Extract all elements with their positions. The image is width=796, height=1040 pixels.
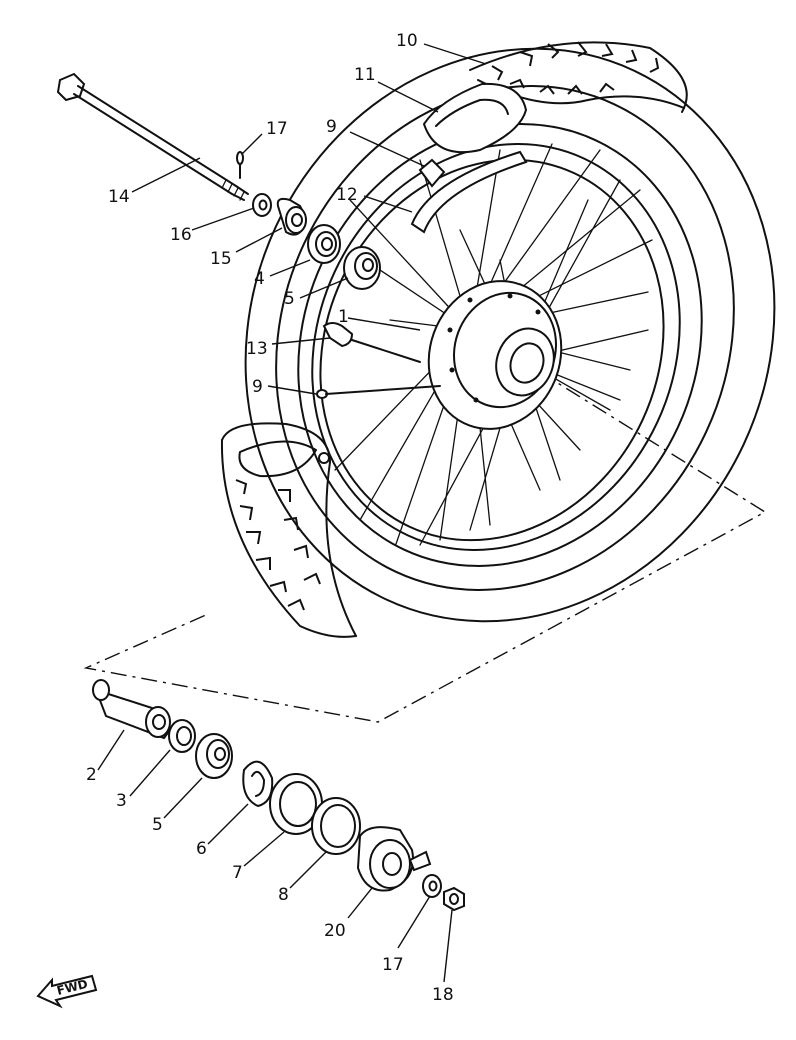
callout-8: 8 — [278, 885, 289, 905]
bearing-lower — [195, 733, 233, 779]
washer-upper — [252, 193, 272, 217]
callout-labels: 10 11 9 12 17 14 16 15 4 5 1 13 9 2 3 5 … — [86, 31, 454, 1005]
callout-4: 4 — [254, 269, 265, 289]
callout-11: 10 — [396, 31, 418, 51]
bearing-upper — [343, 246, 381, 290]
cotter-pin — [236, 151, 244, 179]
callout-10: 9 — [326, 117, 337, 137]
rim — [297, 123, 703, 567]
tire — [220, 41, 776, 638]
spoke-nipple-set — [322, 322, 421, 363]
callout-17-upper: 16 — [170, 225, 192, 245]
assembly-guide-line — [83, 371, 767, 723]
axle-nut — [443, 886, 465, 912]
callout-7: 7 — [232, 863, 243, 883]
callout-1: 1 — [338, 307, 349, 327]
callout-3: 3 — [116, 791, 127, 811]
inner-tube — [422, 82, 528, 154]
collar-upper — [276, 197, 307, 236]
oil-seal-lower — [311, 797, 361, 855]
callout-5-lower: 5 — [152, 815, 163, 835]
callout-13: 12 — [336, 185, 358, 205]
meter-gear-unit — [356, 826, 432, 892]
callout-12: 11 — [354, 65, 376, 85]
callout-18: 18 — [432, 985, 454, 1005]
callout-19: 17 — [266, 119, 288, 139]
axle — [56, 72, 249, 201]
callout-16: 15 — [210, 249, 232, 269]
collar-lower — [92, 679, 172, 740]
leader-lines — [97, 43, 487, 983]
callout-20: 20 — [324, 921, 346, 941]
gear-drive — [269, 773, 323, 835]
callout-5-upper: 5 — [284, 289, 295, 309]
valve — [418, 158, 446, 188]
spacer-lower — [168, 719, 196, 753]
callout-14: 13 — [246, 339, 268, 359]
callout-15: 14 — [108, 187, 130, 207]
washer-lower — [422, 874, 442, 898]
oil-seal-upper — [307, 224, 341, 264]
callout-6: 6 — [196, 839, 207, 859]
clutch-plate — [242, 760, 274, 808]
fwd-arrow-icon: FWD — [36, 974, 98, 1009]
callout-9: 9 — [252, 377, 263, 397]
callout-2: 2 — [86, 765, 97, 785]
rim-band — [410, 150, 528, 234]
hub — [427, 280, 563, 430]
callout-17-lower: 17 — [382, 955, 404, 975]
spoke-set — [316, 385, 441, 399]
